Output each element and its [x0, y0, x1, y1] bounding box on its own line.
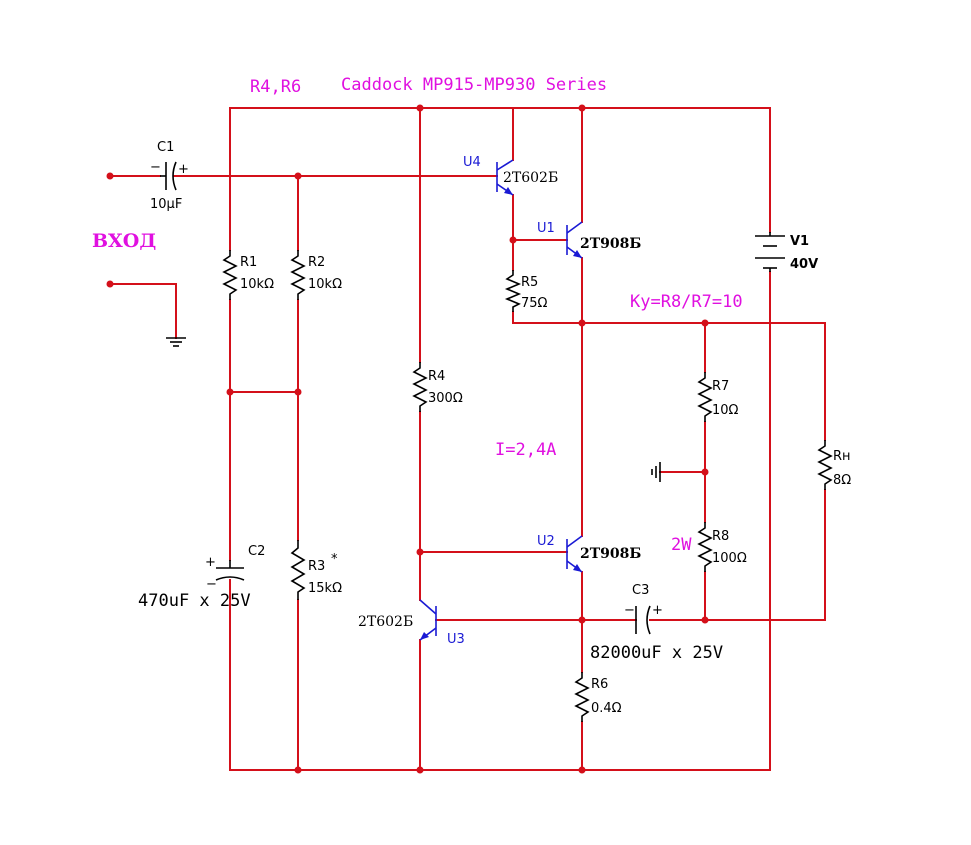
input-label: ВХОД: [92, 230, 156, 252]
u3-part: 2T602Б: [358, 614, 413, 630]
note-series: Caddock MP915-MP930 Series: [341, 75, 607, 95]
c3-plus: +: [652, 603, 663, 618]
u2-part: 2T908Б: [580, 546, 641, 562]
r7-name: R7: [712, 379, 729, 394]
transistor-u2: [566, 535, 583, 573]
v1-value: 40V: [790, 257, 818, 272]
capacitors: [160, 161, 651, 635]
battery-v1: [755, 232, 785, 272]
gain-annotation: Ky=R8/R7=10: [630, 292, 743, 312]
r2-name: R2: [308, 255, 325, 270]
ground-icon: [166, 337, 186, 347]
c2-plate-bottom: [215, 576, 245, 581]
transistor-u4: [496, 159, 514, 196]
u4-part: 2T602Б: [503, 170, 558, 186]
junction-dots: [106, 104, 709, 774]
c1-name: C1: [157, 140, 174, 155]
r2-symbol: [290, 250, 306, 300]
r1-name: R1: [240, 255, 257, 270]
resistors: [222, 250, 833, 722]
u1-part: 2T908Б: [580, 236, 641, 252]
u2-name: U2: [537, 534, 555, 549]
c2-name: C2: [248, 544, 265, 559]
r3-symbol: [290, 540, 306, 600]
c1-value: 10µF: [150, 197, 182, 212]
note-resistors: R4,R6: [250, 77, 301, 97]
r3-value: 15kΩ: [308, 581, 342, 596]
r4-value: 300Ω: [428, 391, 463, 406]
r6-symbol: [574, 672, 590, 722]
r3-name: R3: [308, 559, 325, 574]
r3-star: *: [331, 552, 338, 567]
c2-minus: −: [206, 577, 217, 592]
r8-value: 100Ω: [712, 551, 747, 566]
r5-value: 75Ω: [521, 296, 548, 311]
r6-name: R6: [591, 677, 608, 692]
u4-name: U4: [463, 155, 481, 170]
c2-value: 470uF x 25V: [138, 591, 251, 611]
u1-name: U1: [537, 221, 555, 236]
transistor-u1: [566, 221, 583, 259]
c1-minus: −: [150, 160, 161, 175]
rh-value: 8Ω: [833, 473, 851, 488]
transistor-u3: [419, 599, 437, 641]
rh-name: Rн: [833, 449, 851, 464]
r4-symbol: [412, 362, 428, 412]
v1-name: V1: [790, 234, 809, 249]
c3-minus: −: [624, 603, 635, 618]
r7-symbol: [697, 372, 713, 422]
r7-value: 10Ω: [712, 403, 739, 418]
c1-plate-right: [172, 161, 177, 191]
c3-plate-right: [646, 605, 651, 635]
r8-name: R8: [712, 529, 729, 544]
c3-value: 82000uF x 25V: [590, 643, 723, 663]
current-annotation: I=2,4A: [495, 440, 556, 460]
c1-plus: +: [178, 162, 189, 177]
r2-value: 10kΩ: [308, 277, 342, 292]
r8-power: 2W: [671, 535, 692, 555]
r5-symbol: [504, 270, 522, 312]
r1-symbol: [222, 250, 238, 300]
c3-name: C3: [632, 583, 649, 598]
r5-name: R5: [521, 275, 538, 290]
wires: [109, 107, 826, 771]
r1-value: 10kΩ: [240, 277, 274, 292]
u3-name: U3: [447, 632, 465, 647]
r4-name: R4: [428, 369, 445, 384]
c2-plus: +: [205, 555, 216, 570]
rh-symbol: [817, 440, 833, 490]
r8-symbol: [697, 522, 713, 572]
r6-value: 0.4Ω: [591, 701, 622, 716]
ground-icon: [651, 462, 661, 482]
